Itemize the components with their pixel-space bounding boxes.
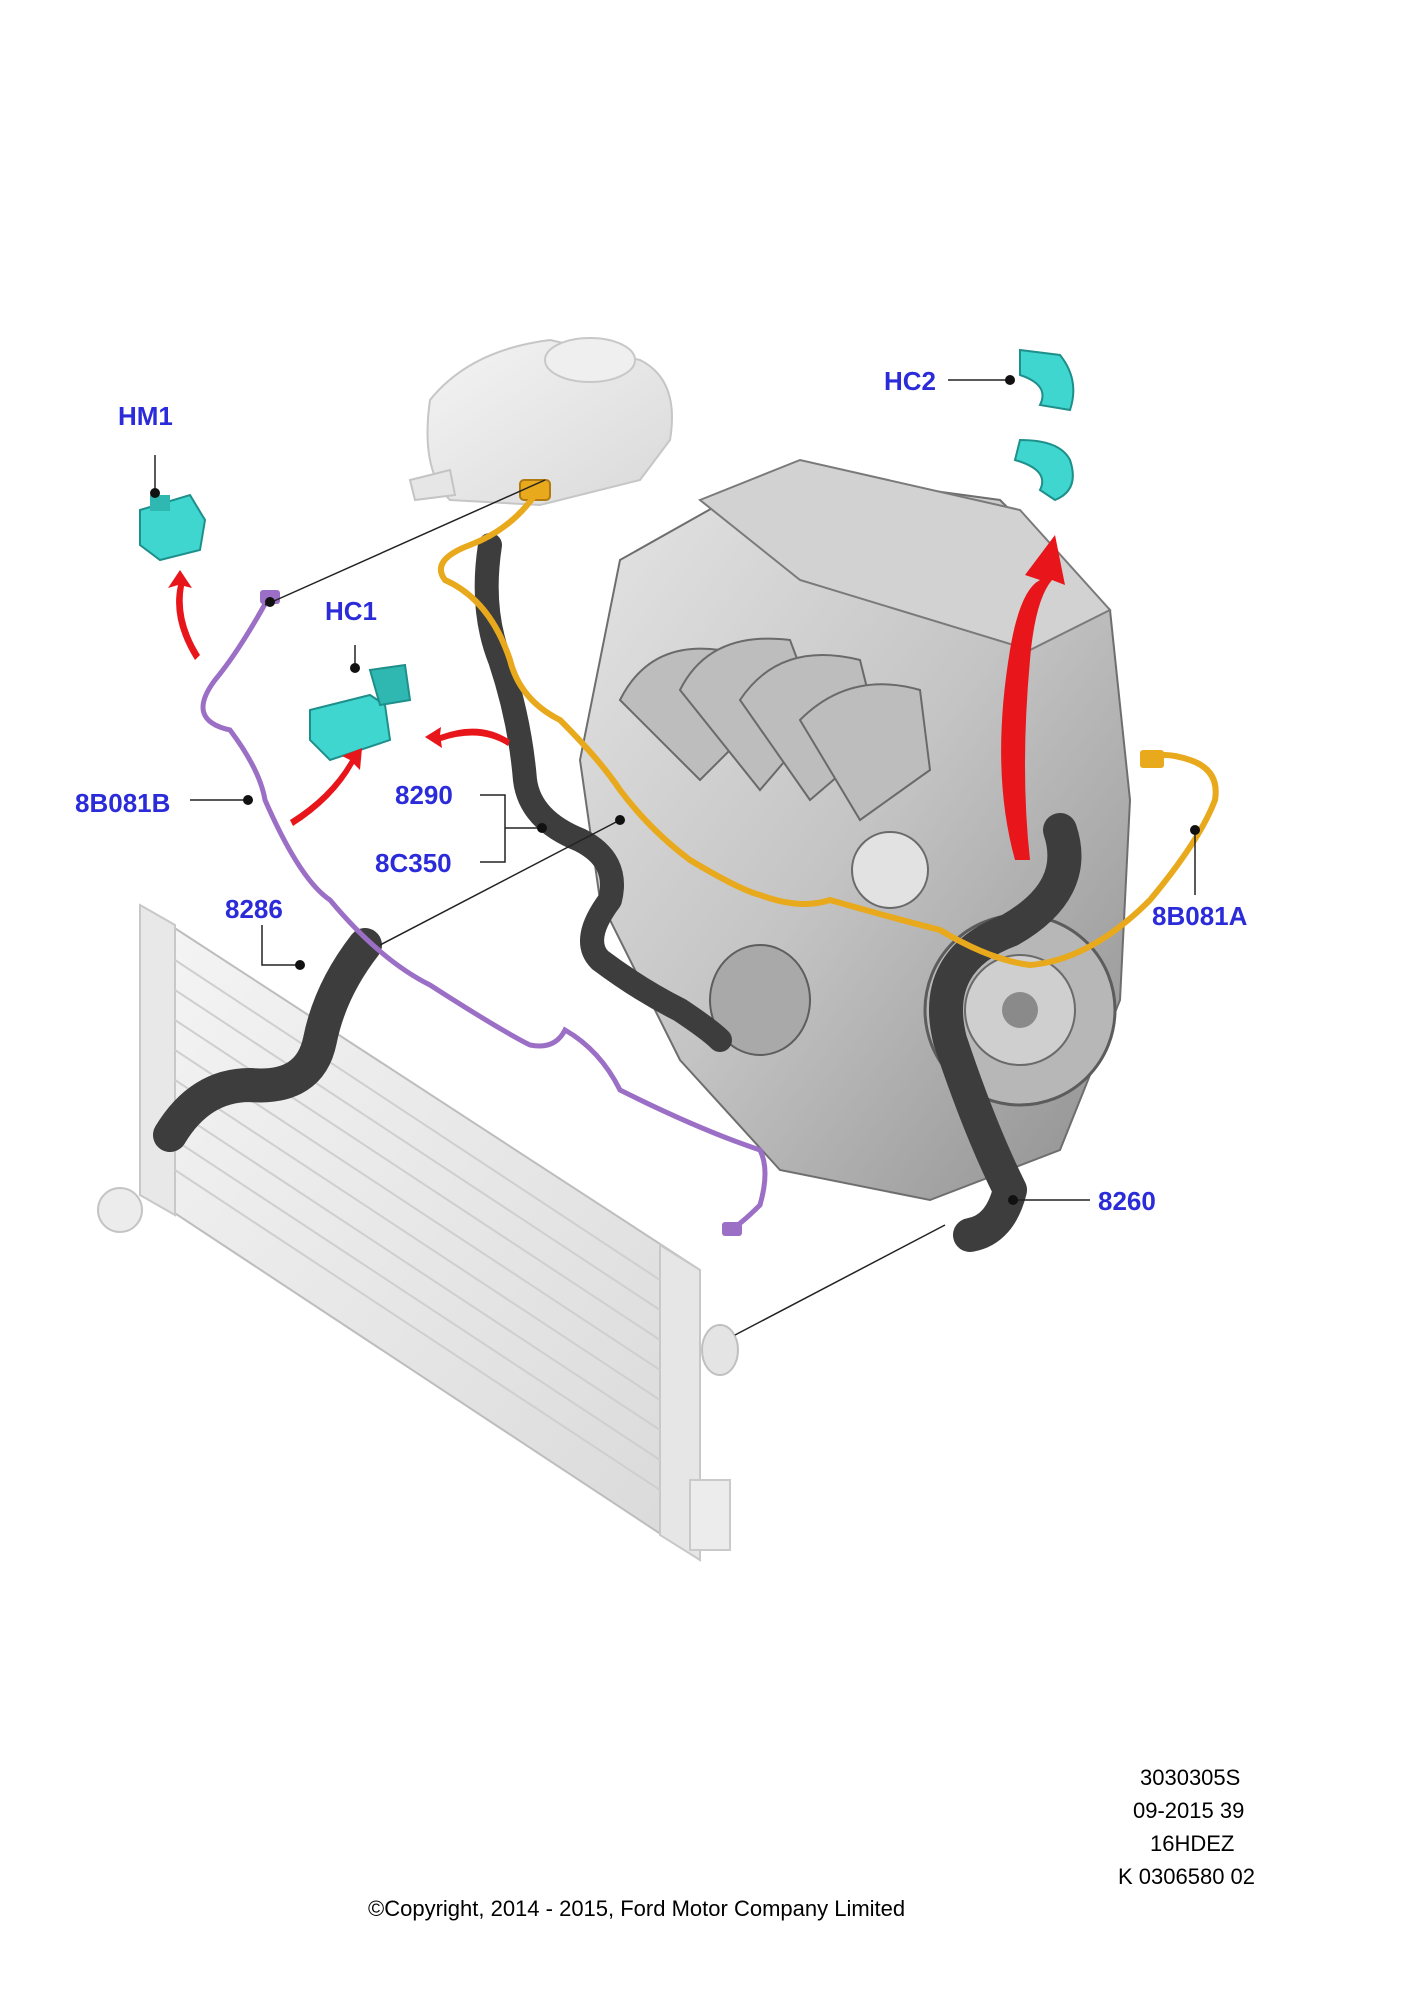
label-hm1: HM1 xyxy=(118,401,173,431)
leader-lines xyxy=(154,379,1196,1336)
label-8b081b: 8B081B xyxy=(75,788,170,818)
red-arrows xyxy=(168,535,1065,860)
clip-hc1-icon xyxy=(309,663,412,762)
hose-8286 xyxy=(153,928,382,1152)
clip-hm1-icon xyxy=(139,493,207,562)
label-8290: 8290 xyxy=(395,780,453,810)
ref-code-1: 3030305S xyxy=(1140,1765,1241,1790)
hose-8290 xyxy=(474,533,732,1052)
arrow-hc1-icon xyxy=(290,748,362,826)
ref-code-2: 09-2015 39 xyxy=(1133,1798,1245,1823)
hoses xyxy=(153,533,1082,1252)
arrow-hc2-icon xyxy=(1001,535,1065,860)
label-8260: 8260 xyxy=(1098,1186,1156,1216)
arrow-hm1-icon xyxy=(168,570,200,660)
label-hc1: HC1 xyxy=(325,596,377,626)
clip-hc2-icon xyxy=(1013,348,1075,502)
label-8286: 8286 xyxy=(225,894,283,924)
expansion-tank xyxy=(408,337,673,507)
label-8b081a: 8B081A xyxy=(1152,901,1248,931)
radiator xyxy=(97,903,739,1562)
ref-code-3: 16HDEZ xyxy=(1150,1831,1235,1856)
copyright: ©Copyright, 2014 - 2015, Ford Motor Comp… xyxy=(368,1896,906,1921)
leader-dots xyxy=(150,375,1200,1205)
arrow-hc1b-icon xyxy=(425,727,510,748)
hose-8260 xyxy=(929,813,1082,1252)
label-hc2: HC2 xyxy=(884,366,936,396)
label-8c350: 8C350 xyxy=(375,848,452,878)
ref-code-4: K 0306580 02 xyxy=(1118,1864,1256,1889)
pipe-8b081a xyxy=(437,493,1219,969)
